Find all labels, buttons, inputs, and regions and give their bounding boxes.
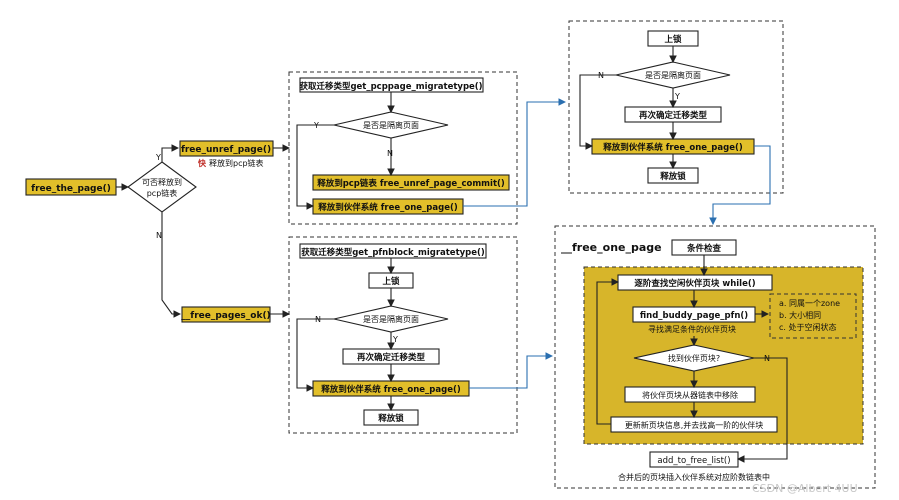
- edge-found-no: [736, 357, 788, 463]
- top-get-migratetype-label: 获取迁移类型get_pcppage_migratetype(): [298, 81, 482, 92]
- br-find-note: 寻找满足条件的伙伴页块: [648, 324, 736, 334]
- edge-label-no-1: N: [156, 231, 162, 240]
- edge-label-yes-3: Y: [392, 335, 398, 344]
- tr-buddy-label: 释放到伙伴系统 free_one_page(): [603, 142, 743, 153]
- top-commit-node: [312, 174, 510, 191]
- can-release-label-2: pcp链表: [147, 188, 178, 198]
- tr-unlock-label: 释放锁: [660, 171, 686, 182]
- br-cond-b: b. 大小相同: [779, 310, 821, 320]
- tr-isolated-label: 是否是隔离页面: [645, 70, 701, 80]
- edge-label-no-4: N: [598, 71, 604, 80]
- buddy-conditions-box: [769, 293, 857, 339]
- edge-label-yes-4: Y: [674, 92, 680, 101]
- edge-label-yes-2: Y: [313, 121, 319, 130]
- free-pages-ok-label: __free_pages_ok(): [181, 311, 270, 321]
- edge-top-decision-yes: [296, 124, 334, 210]
- edge-mid-decision-no: [296, 318, 334, 392]
- topright-group-container: [568, 20, 784, 194]
- br-check-label: 条件检查: [687, 243, 722, 254]
- free-unref-page-label: free_unref_page(): [181, 145, 271, 155]
- br-loop-label: 逐阶查找空闲伙伴页块 while(): [634, 278, 755, 289]
- middle-group-container: [288, 236, 518, 434]
- free-one-page-container: [554, 225, 876, 489]
- top-buddy-label: 释放到伙伴系统 free_one_page(): [318, 202, 458, 213]
- br-remove-label: 将伙伴页块从器链表中移除: [642, 390, 738, 400]
- edge-decision-yes: [161, 144, 180, 162]
- can-release-label: 可否释放到: [142, 177, 182, 187]
- free-the-page-label: free_the_page(): [31, 184, 111, 194]
- edge-label-no-2: N: [387, 149, 393, 158]
- edge-label-no-3: N: [315, 315, 321, 324]
- mid-get-migratetype-node: [299, 243, 487, 259]
- br-add-label: add_to_free_list(): [657, 456, 730, 466]
- mid-reconfirm-label: 再次确定迁移类型: [357, 352, 426, 363]
- tr-lock-label: 上锁: [664, 34, 682, 45]
- watermark: CSDN @Albert 4UU: [752, 482, 858, 495]
- br-find-label: find_buddy_page_pfn(): [640, 311, 748, 321]
- edge-label-yes-1: Y: [155, 153, 161, 162]
- edge-decision-no: [161, 212, 182, 318]
- br-update-label: 更新新页块信息,并去找高一阶的伙伴块: [625, 420, 764, 430]
- top-group-container: [288, 71, 518, 225]
- br-add-note: 合并后的页块插入伙伴系统对应阶数链表中: [618, 472, 770, 482]
- edge-tr-decision-no: [579, 74, 616, 150]
- edge-tr-buddy-to-free-one-page: [709, 145, 771, 226]
- br-cond-a: a. 同属一个zone: [779, 299, 840, 308]
- fast-path-icon: 快: [198, 158, 207, 168]
- top-commit-label: 释放到pcp链表 free_unref_page_commit(): [317, 178, 505, 189]
- mid-get-migratetype-label: 获取迁移类型get_pfnblock_migratetype(): [300, 247, 485, 258]
- edge-update-loop-back: [596, 278, 620, 425]
- br-found-label: 找到伙伴页块?: [668, 353, 720, 363]
- free-one-page-title: __free_one_page: [561, 241, 662, 254]
- br-cond-c: c. 处于空闲状态: [779, 322, 836, 332]
- top-isolated-label: 是否是隔离页面: [363, 120, 419, 130]
- free-unref-page-note: 释放到pcp链表: [209, 158, 264, 168]
- tr-reconfirm-label: 再次确定迁移类型: [639, 110, 708, 121]
- mid-isolated-label: 是否是隔离页面: [363, 314, 419, 324]
- mid-unlock-label: 释放锁: [378, 413, 404, 424]
- edge-label-no-5: N: [764, 354, 770, 363]
- br-remove-node: [624, 386, 756, 403]
- edge-mid-buddy-to-free-one-page: [469, 352, 554, 389]
- mid-lock-label: 上锁: [382, 276, 400, 287]
- edge-top-buddy-to-topright: [463, 98, 567, 207]
- can-release-decision: [127, 161, 197, 213]
- mid-buddy-label: 释放到伙伴系统 free_one_page(): [321, 384, 461, 395]
